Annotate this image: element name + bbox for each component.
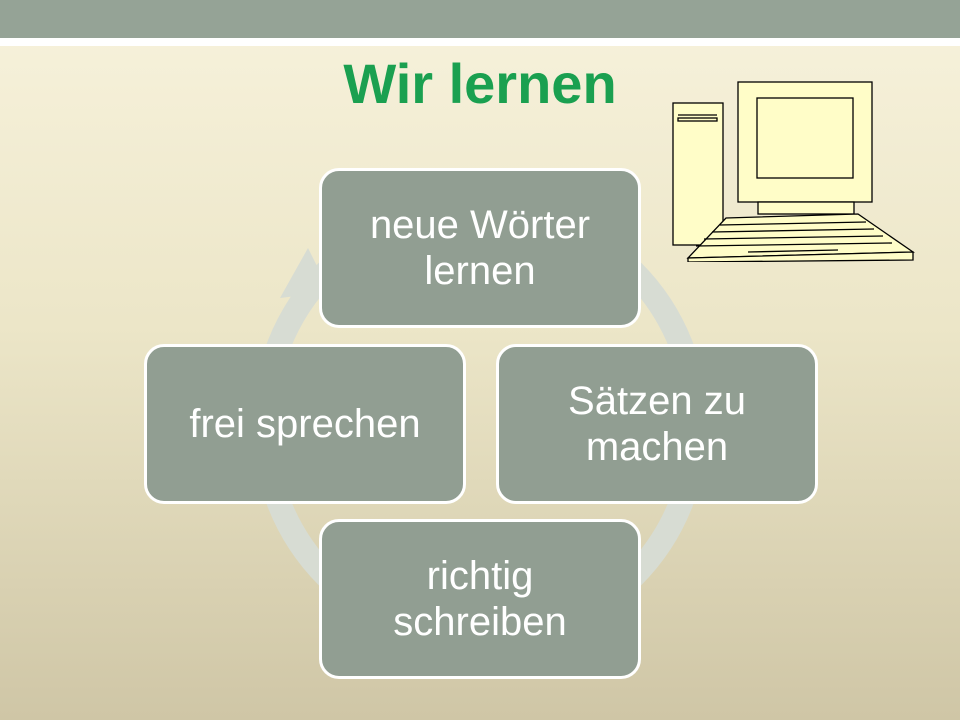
cycle-step-label: neue Wörter lernen [369, 203, 591, 293]
cycle-step-label: richtig schreiben [393, 554, 567, 644]
cycle-step-schreiben: richtig schreiben [319, 519, 641, 679]
cycle-step-label: Sätzen zu machen [568, 379, 746, 469]
cycle-step-sprechen: frei sprechen [144, 344, 466, 504]
cycle-step-label: frei sprechen [189, 402, 421, 446]
cycle-step-neue-woerter: neue Wörter lernen [319, 168, 641, 328]
cycle-step-saetzen: Sätzen zu machen [496, 344, 818, 504]
header-divider [0, 38, 960, 46]
header-band [0, 0, 960, 38]
slide-title: Wir lernen [343, 52, 617, 115]
computer-icon [672, 81, 916, 262]
